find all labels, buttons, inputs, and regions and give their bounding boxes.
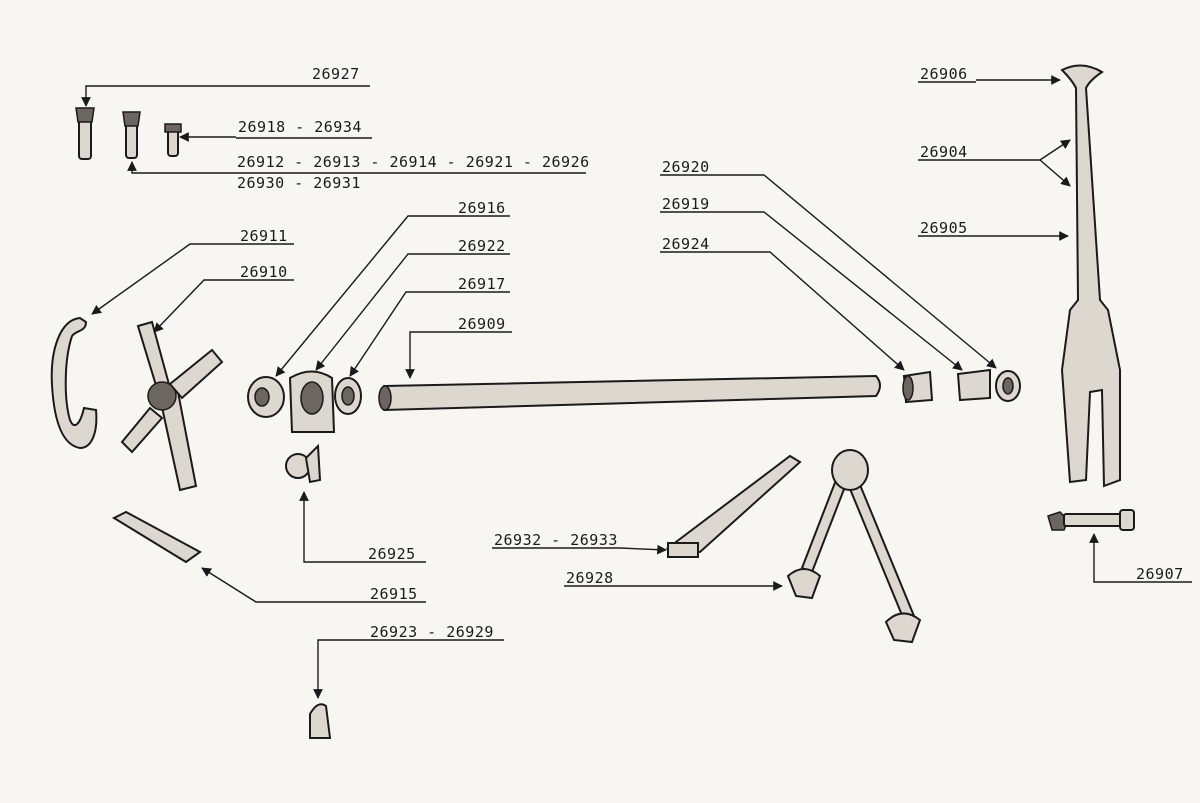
bearing-block-part-26922 — [288, 370, 336, 433]
handle-part-26911 — [50, 316, 98, 450]
aframe-part-26928 — [786, 449, 922, 644]
label-26930: 26930 - 26931 — [237, 174, 361, 192]
bushing-part-26917 — [334, 377, 362, 415]
label-26932: 26932 - 26933 — [494, 531, 618, 549]
strut-part-26932 — [665, 454, 802, 558]
label-26911: 26911 — [240, 227, 288, 245]
label-26910: 26910 — [240, 263, 288, 281]
label-26917: 26917 — [458, 275, 506, 293]
bolt-part-26927 — [75, 107, 95, 160]
rail-part-26915 — [111, 510, 202, 564]
clamp-part-26925 — [285, 443, 322, 484]
bolt-part-26907 — [1047, 509, 1135, 531]
shaft-part-26909 — [378, 374, 881, 412]
cap-part-26923 — [309, 703, 332, 739]
cross-wrench-part-26910 — [120, 320, 224, 492]
label-26909: 26909 — [458, 315, 506, 333]
label-26922: 26922 — [458, 237, 506, 255]
label-26924: 26924 — [662, 235, 710, 253]
label-26905: 26905 — [920, 219, 968, 237]
leader-lines — [81, 75, 1192, 699]
label-26912: 26912 - 26913 - 26914 - 26921 - 26926 — [237, 153, 590, 171]
label-26928: 26928 — [566, 569, 614, 587]
label-26915: 26915 — [370, 585, 418, 603]
label-26906: 26906 — [920, 65, 968, 83]
label-26919: 26919 — [662, 195, 710, 213]
label-26927: 26927 — [312, 65, 360, 83]
label-26904: 26904 — [920, 143, 968, 161]
bolt-part-26912 — [122, 111, 141, 159]
label-26920: 26920 — [662, 158, 710, 176]
label-26907: 26907 — [1136, 565, 1184, 583]
label-26916: 26916 — [458, 199, 506, 217]
nut-part-26916 — [247, 376, 285, 418]
ring-part-26920 — [995, 370, 1021, 402]
label-26925: 26925 — [368, 545, 416, 563]
column-part-26905 — [1060, 64, 1121, 488]
label-26918: 26918 - 26934 — [238, 118, 362, 136]
collar-part-26919 — [956, 368, 991, 402]
collar-part-26924 — [902, 370, 934, 404]
label-26923: 26923 - 26929 — [370, 623, 494, 641]
pin-part-26918 — [164, 123, 182, 157]
